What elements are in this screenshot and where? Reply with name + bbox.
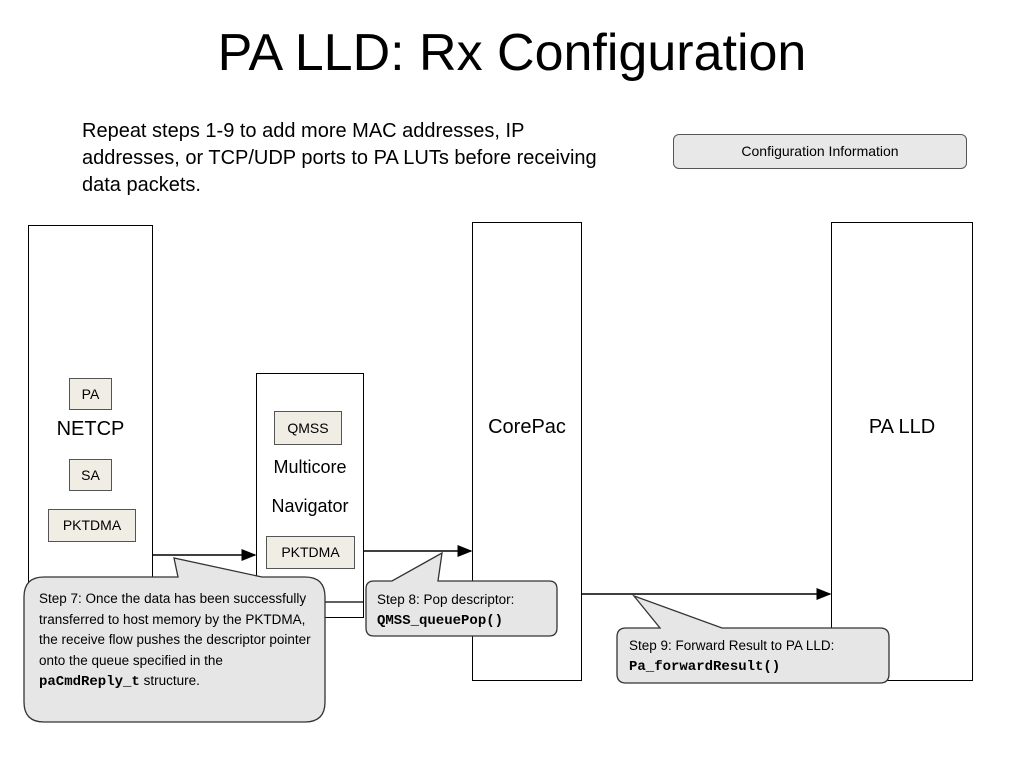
- netcp-pktdma-chip: PKTDMA: [48, 509, 136, 542]
- palld-block: [831, 222, 973, 681]
- step8-callout: Step 8: Pop descriptor: QMSS_queuePop(): [377, 590, 553, 631]
- step8-callout-shape: [365, 551, 558, 637]
- step7-callout: Step 7: Once the data has been successfu…: [39, 589, 315, 693]
- legend-configuration-information: Configuration Information: [673, 134, 967, 169]
- step7-suffix: structure.: [139, 673, 200, 688]
- navigator-label-line1: Multicore: [273, 457, 347, 477]
- intro-text: Repeat steps 1-9 to add more MAC address…: [82, 120, 597, 196]
- step9-callout-shape: [616, 594, 890, 684]
- corepac-label: CorePac: [488, 416, 566, 438]
- step9-code: Pa_forwardResult(): [629, 658, 781, 675]
- navigator-pktdma-chip: PKTDMA: [266, 536, 355, 569]
- netcp-pa-chip: PA: [69, 378, 112, 410]
- step8-code: QMSS_queuePop(): [377, 612, 504, 629]
- slide-title: PA LLD: Rx Configuration: [217, 24, 807, 82]
- palld-label: PA LLD: [868, 416, 936, 438]
- step7-callout-shape: [23, 557, 326, 723]
- navigator-label-line2: Navigator: [271, 496, 349, 516]
- navigator-qmss-chip: QMSS: [274, 411, 342, 445]
- step7-text: Step 7: Once the data has been successfu…: [39, 591, 311, 668]
- step7-code: paCmdReply_t: [39, 674, 140, 690]
- step9-text: Step 9: Forward Result to PA LLD:: [629, 638, 835, 653]
- netcp-sa-chip: SA: [69, 459, 112, 491]
- step8-text: Step 8: Pop descriptor:: [377, 592, 515, 607]
- netcp-label: NETCP: [56, 418, 125, 440]
- step9-callout: Step 9: Forward Result to PA LLD: Pa_for…: [629, 636, 887, 677]
